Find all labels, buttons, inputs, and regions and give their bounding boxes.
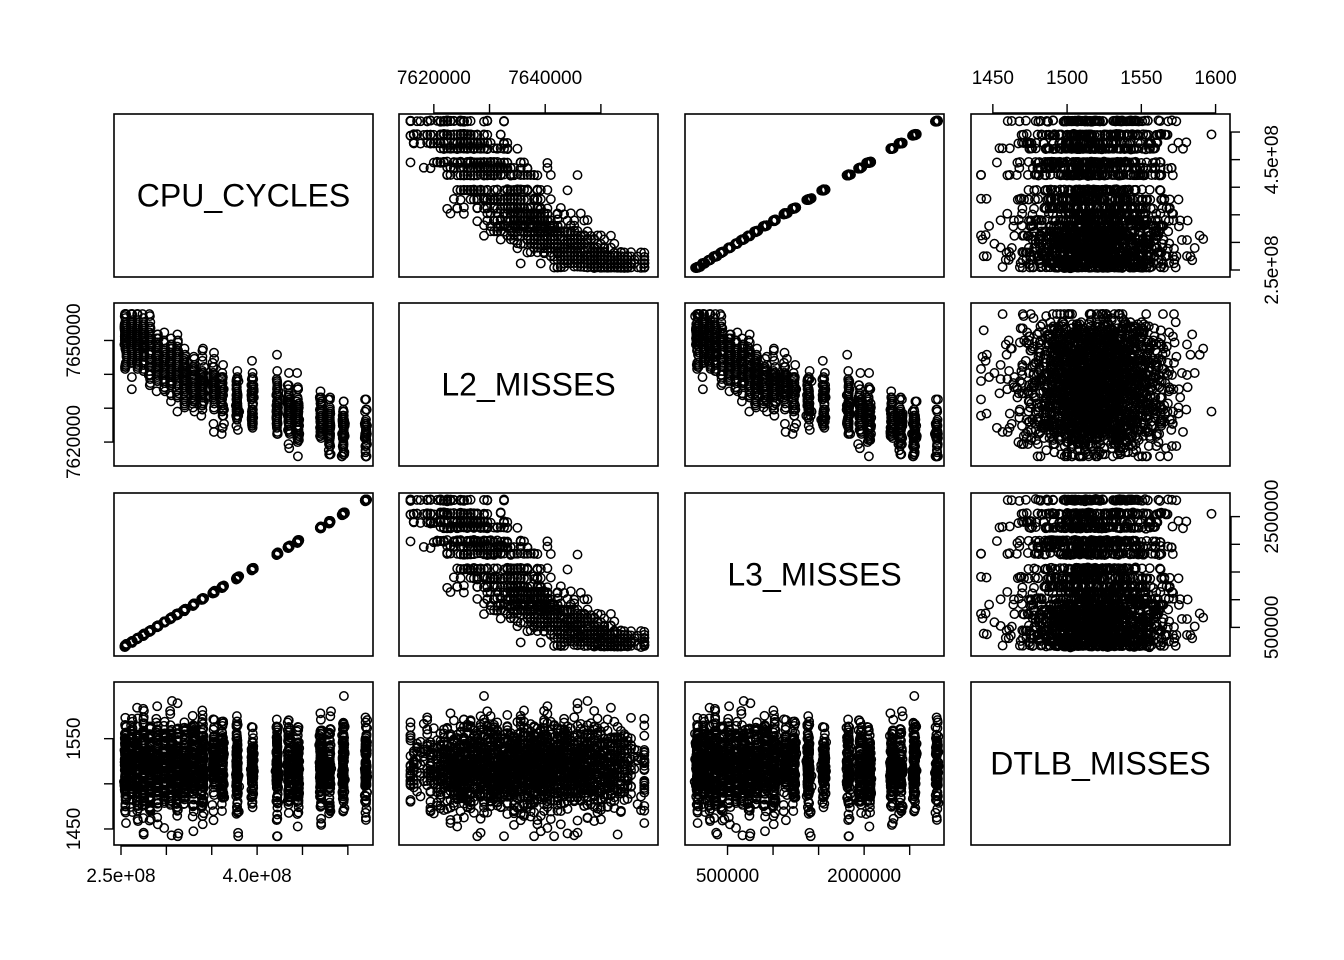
diagonal-label-l2-misses: L2_MISSES xyxy=(441,367,615,403)
diagonal-label-l3-misses: L3_MISSES xyxy=(727,557,901,593)
diagonal-label-cpu-cycles: CPU_CYCLES xyxy=(137,178,350,214)
diagonal-label-dtlb-misses: DTLB_MISSES xyxy=(990,746,1211,782)
